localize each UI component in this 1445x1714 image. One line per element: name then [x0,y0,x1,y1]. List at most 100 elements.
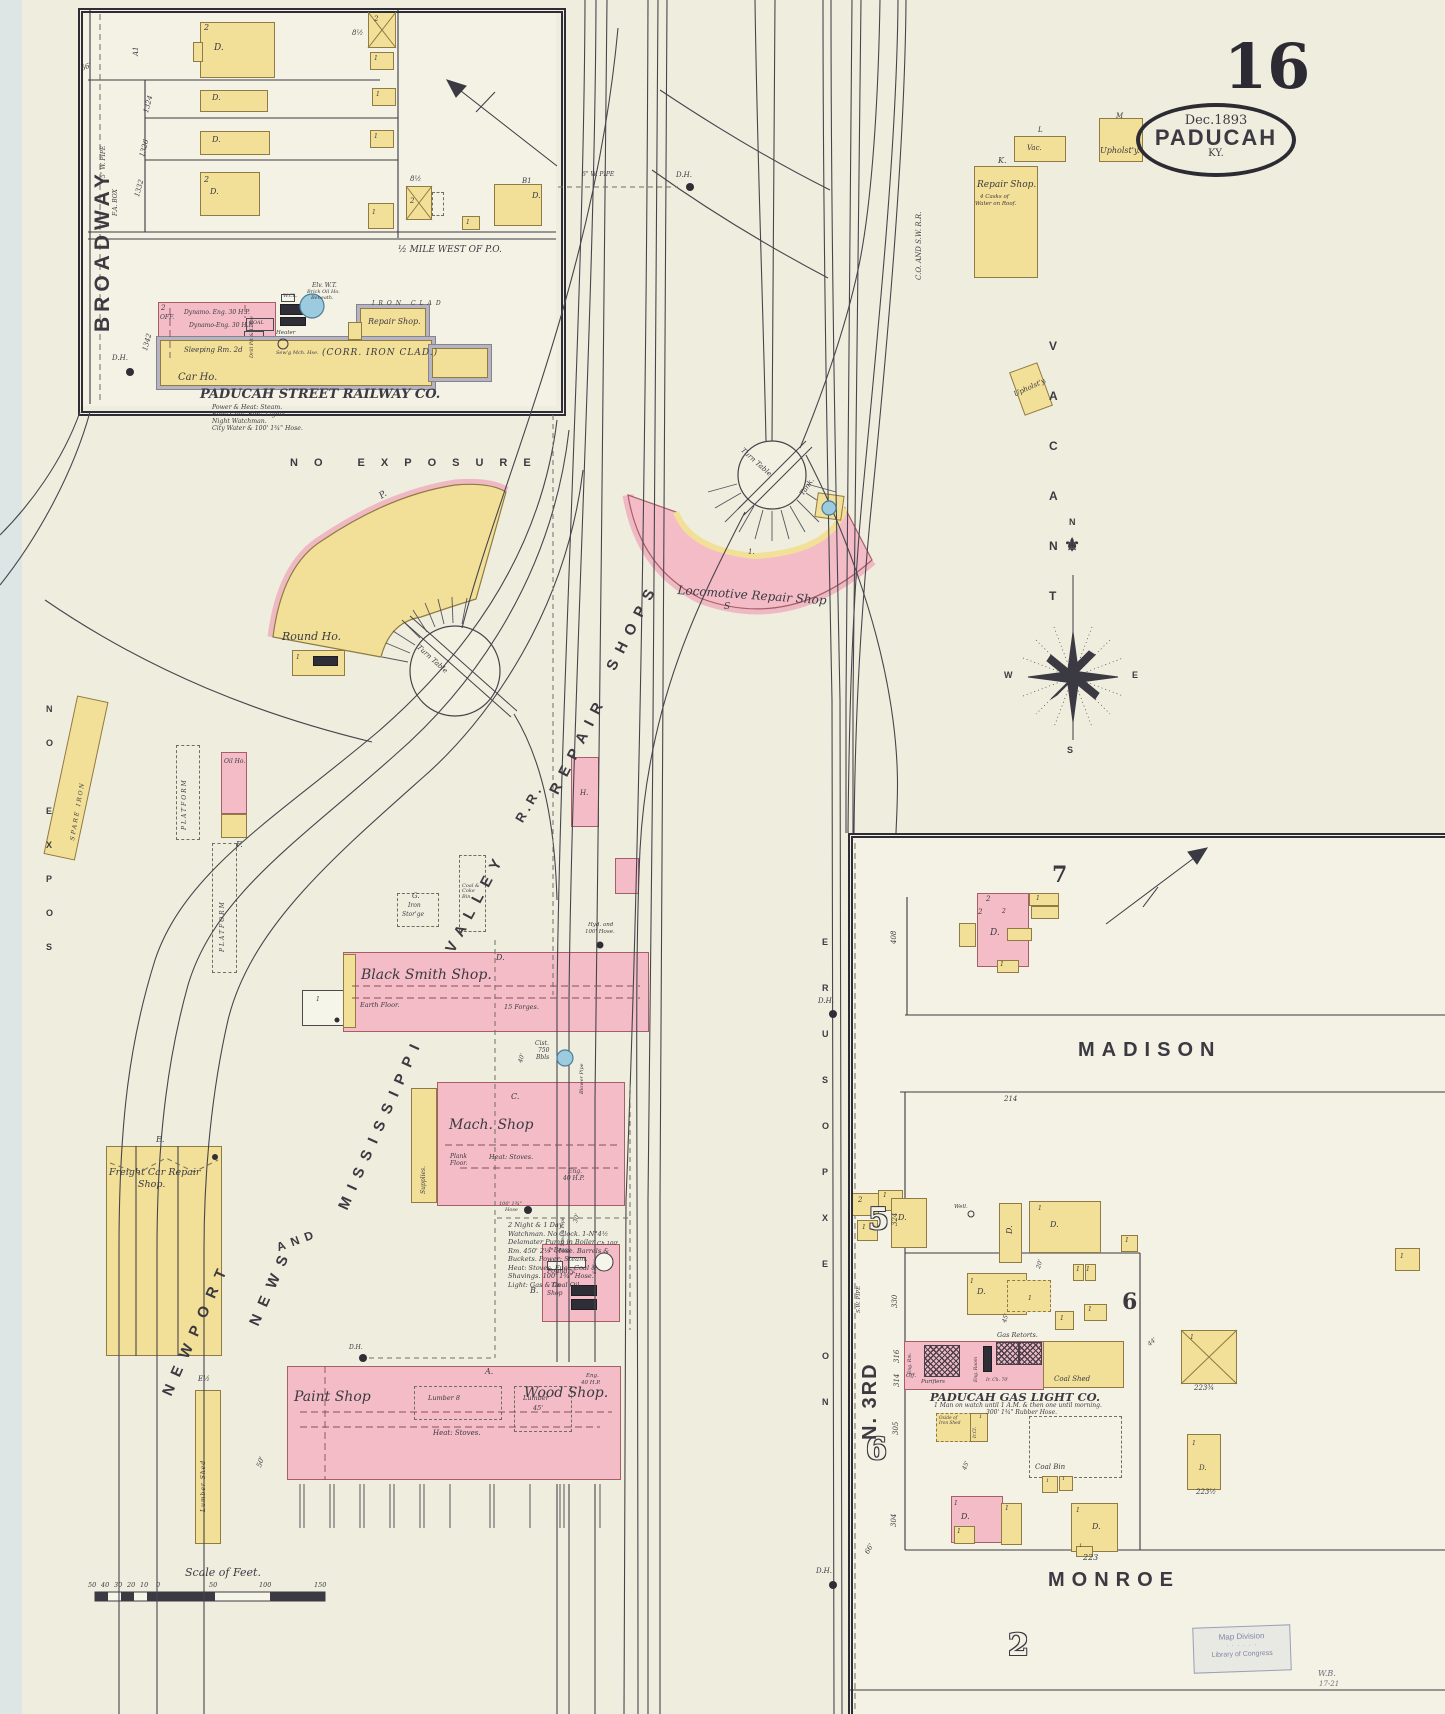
lumber-shed: Lumber Shed [200,1459,207,1512]
compass-w: W [1004,670,1013,680]
well-label: Well. [954,1204,968,1210]
chimney-100: Ch.100' [597,1241,619,1247]
street-madison: MADISON [1078,1039,1222,1061]
story: 1 [1036,895,1040,902]
story: 1 [1028,1295,1032,1302]
fire-alarm-box-label: F.A. BOX [112,189,119,216]
building-outbuilding [368,203,394,229]
iron-storage-g: G. [412,892,420,900]
roundhouse-label: Round Ho. [282,630,342,643]
platform-outline [176,745,200,840]
half-mile-note: ½ MILE WEST OF P.O. [398,245,502,255]
brass: 1 Brass [548,1247,571,1254]
machine-shop-building [437,1082,625,1206]
surveyor-date: 17-21 [1319,1680,1340,1688]
freight-car-repair-1: Freight Car Repair [109,1167,201,1178]
yard-note-7: Shavings. 100' 1¾" Hose. [508,1272,594,1280]
coal-cell: COAL [249,320,264,326]
addr-316: 316 [893,1349,901,1363]
yard-note-4: Rm. 450' 2½" Hose. Barrels & [508,1246,610,1255]
roundhouse-building [272,483,507,658]
story: 1 [979,1414,983,1420]
dwelling: D. [1092,1522,1101,1531]
bldg-l: L [1038,126,1043,134]
coal-shed: Coal Shed [1054,1375,1091,1383]
surveyor-initials: W.B. [1318,1669,1336,1678]
story: 2 [204,175,210,184]
dwelling: D. [977,1287,986,1296]
dwelling: D. [1005,1225,1014,1234]
scale-tick: 20 [127,1581,136,1589]
scale-bar [94,1591,326,1602]
building-addition [1031,906,1059,919]
scale-tick: 100 [259,1581,272,1589]
elev-water-tank: Elv. W.T. [312,282,337,289]
building-dashed-part [1007,1280,1051,1312]
building-h [571,757,599,827]
story: 2 [986,895,991,903]
building-outbuilding [1059,1476,1073,1491]
tin-shop-2: Shop [547,1290,563,1297]
wood-shop: Wood Shop. [524,1385,609,1401]
pipe-6in: 6" W. PIPE [582,171,615,178]
building-outbuilding [1121,1235,1138,1252]
dwelling: D. [1199,1464,1207,1472]
tin-shop-furnace [571,1299,597,1310]
addr-214: 214 [1004,1095,1018,1103]
purifiers-cell [924,1345,960,1377]
building-outbuilding [1073,1264,1084,1281]
building-addition [959,923,976,947]
building-dwelling [200,22,275,78]
map-state: KY. [1208,147,1224,159]
dwelling: D. [212,135,221,144]
story: 2 [858,1196,863,1204]
iron-clad-note: IRON CLAD [372,300,445,307]
tin-shop-furnace [571,1285,597,1296]
building-addition [1001,1503,1022,1545]
tin-shop-1: Tin [551,1282,561,1289]
addr-330: 330 [891,1294,899,1308]
dynamo-engine-1: Dynamo. Eng. 30 H.P. [184,309,250,316]
no-exposure-main: NO EXPOSURE [290,457,547,469]
story: 1 [1062,1476,1066,1482]
gas-chimney [983,1346,992,1372]
compass-fleur: ⚜ [1064,535,1081,555]
addr-a1: A1 [132,46,140,56]
heat-stoves: Heat: Stoves. [433,1429,481,1437]
story: 2 [978,908,983,916]
coal-cell [246,318,274,331]
bldg-a: A. [485,1367,494,1376]
cistern-1: Cist. [535,1040,549,1047]
street-railway-company-name: PADUCAH STREET RAILWAY CO. [200,387,441,402]
scale-tick: 150 [314,1581,327,1589]
heater: Heater [276,330,296,336]
scale-tick: 50 [209,1581,218,1589]
story: 1 [883,1192,887,1199]
office: Off. [906,1373,917,1379]
scales: Scales [593,1259,598,1274]
purifiers: Purifiers [921,1379,946,1385]
stall-count: S [724,602,731,612]
car-house-link [348,322,362,340]
building-dwelling [200,90,268,112]
coal-coke-bin-outline [459,855,486,932]
building-annex [193,42,203,62]
dh-label: D.H. [818,997,834,1005]
story: 1 [1046,1478,1050,1484]
addr-223-34: 223¾ [1194,1384,1215,1392]
dwelling: D. [212,93,221,102]
sleeping-room: Sleeping Rm. 2d [184,346,243,354]
casks-note-2: Water on Roof. [975,201,1017,207]
iron-storage-2: Stor'ge [402,911,425,918]
yard-note-5: Buckets. Power: Steam. [508,1255,588,1263]
broadway-pipe-label: 5" W. PIPE [100,145,107,178]
lean-to [343,954,356,1028]
dwelling: D. [496,953,505,962]
forges: 15 Forges. [504,1003,539,1011]
scale-title: Scale of Feet. [185,1566,261,1579]
corrugated-iron-clad: (CORR. IRON CLAD.) [322,348,439,358]
block-2-across: 2 [1008,1628,1029,1663]
car-house: Car Ho. [178,372,218,383]
